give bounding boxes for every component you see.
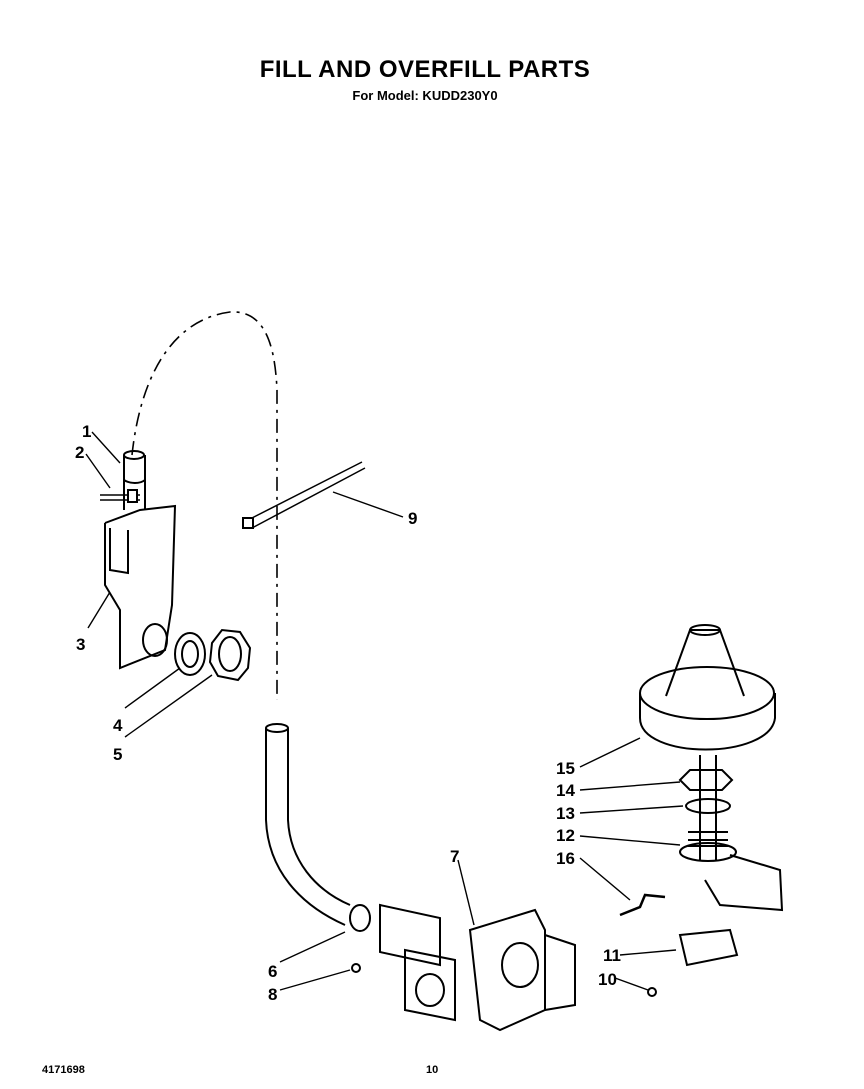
page-title: FILL AND OVERFILL PARTS [259,56,591,83]
callout-2: 2 [75,443,85,462]
callout-4: 4 [113,716,123,735]
part-15-float [639,624,776,751]
part-1-vent-fitting [123,450,146,510]
callout-3: 3 [76,635,86,654]
part-4-gasket [142,623,206,676]
callout-7: 7 [450,847,460,866]
callout-12: 12 [556,826,575,845]
part-5-nut [208,628,252,682]
part-9-tie-strap [242,461,366,529]
leader-lines [85,431,684,991]
callout-14: 14 [556,781,575,800]
part-8-screw [351,963,361,973]
part-6-fill-hose [265,723,371,932]
callout-5: 5 [113,745,123,764]
part-10-screw [647,987,657,997]
callout-13: 13 [556,804,575,823]
callout-1: 1 [82,422,92,441]
callout-15: 15 [556,759,575,778]
part-13-washer [685,798,731,814]
callout-6: 6 [268,962,278,981]
callout-16: 16 [556,849,575,868]
page-number: 10 [426,1064,439,1076]
model-subtitle: For Model: KUDD230Y0 [352,88,498,103]
part-11-switch [678,928,739,967]
document-number: 4171698 [42,1064,85,1076]
part-12-float-switch-housing [679,831,784,912]
callout-9: 9 [408,509,418,528]
part-7-water-valve [379,903,576,1032]
callout-8: 8 [268,985,278,1004]
callout-10: 10 [598,970,617,989]
part-16-lever [619,893,666,917]
hose-routing-dashed-line [131,311,278,700]
part-2-hose-clamp [100,489,140,503]
part-3-fill-bracket [104,504,177,670]
callout-11: 11 [603,946,621,965]
